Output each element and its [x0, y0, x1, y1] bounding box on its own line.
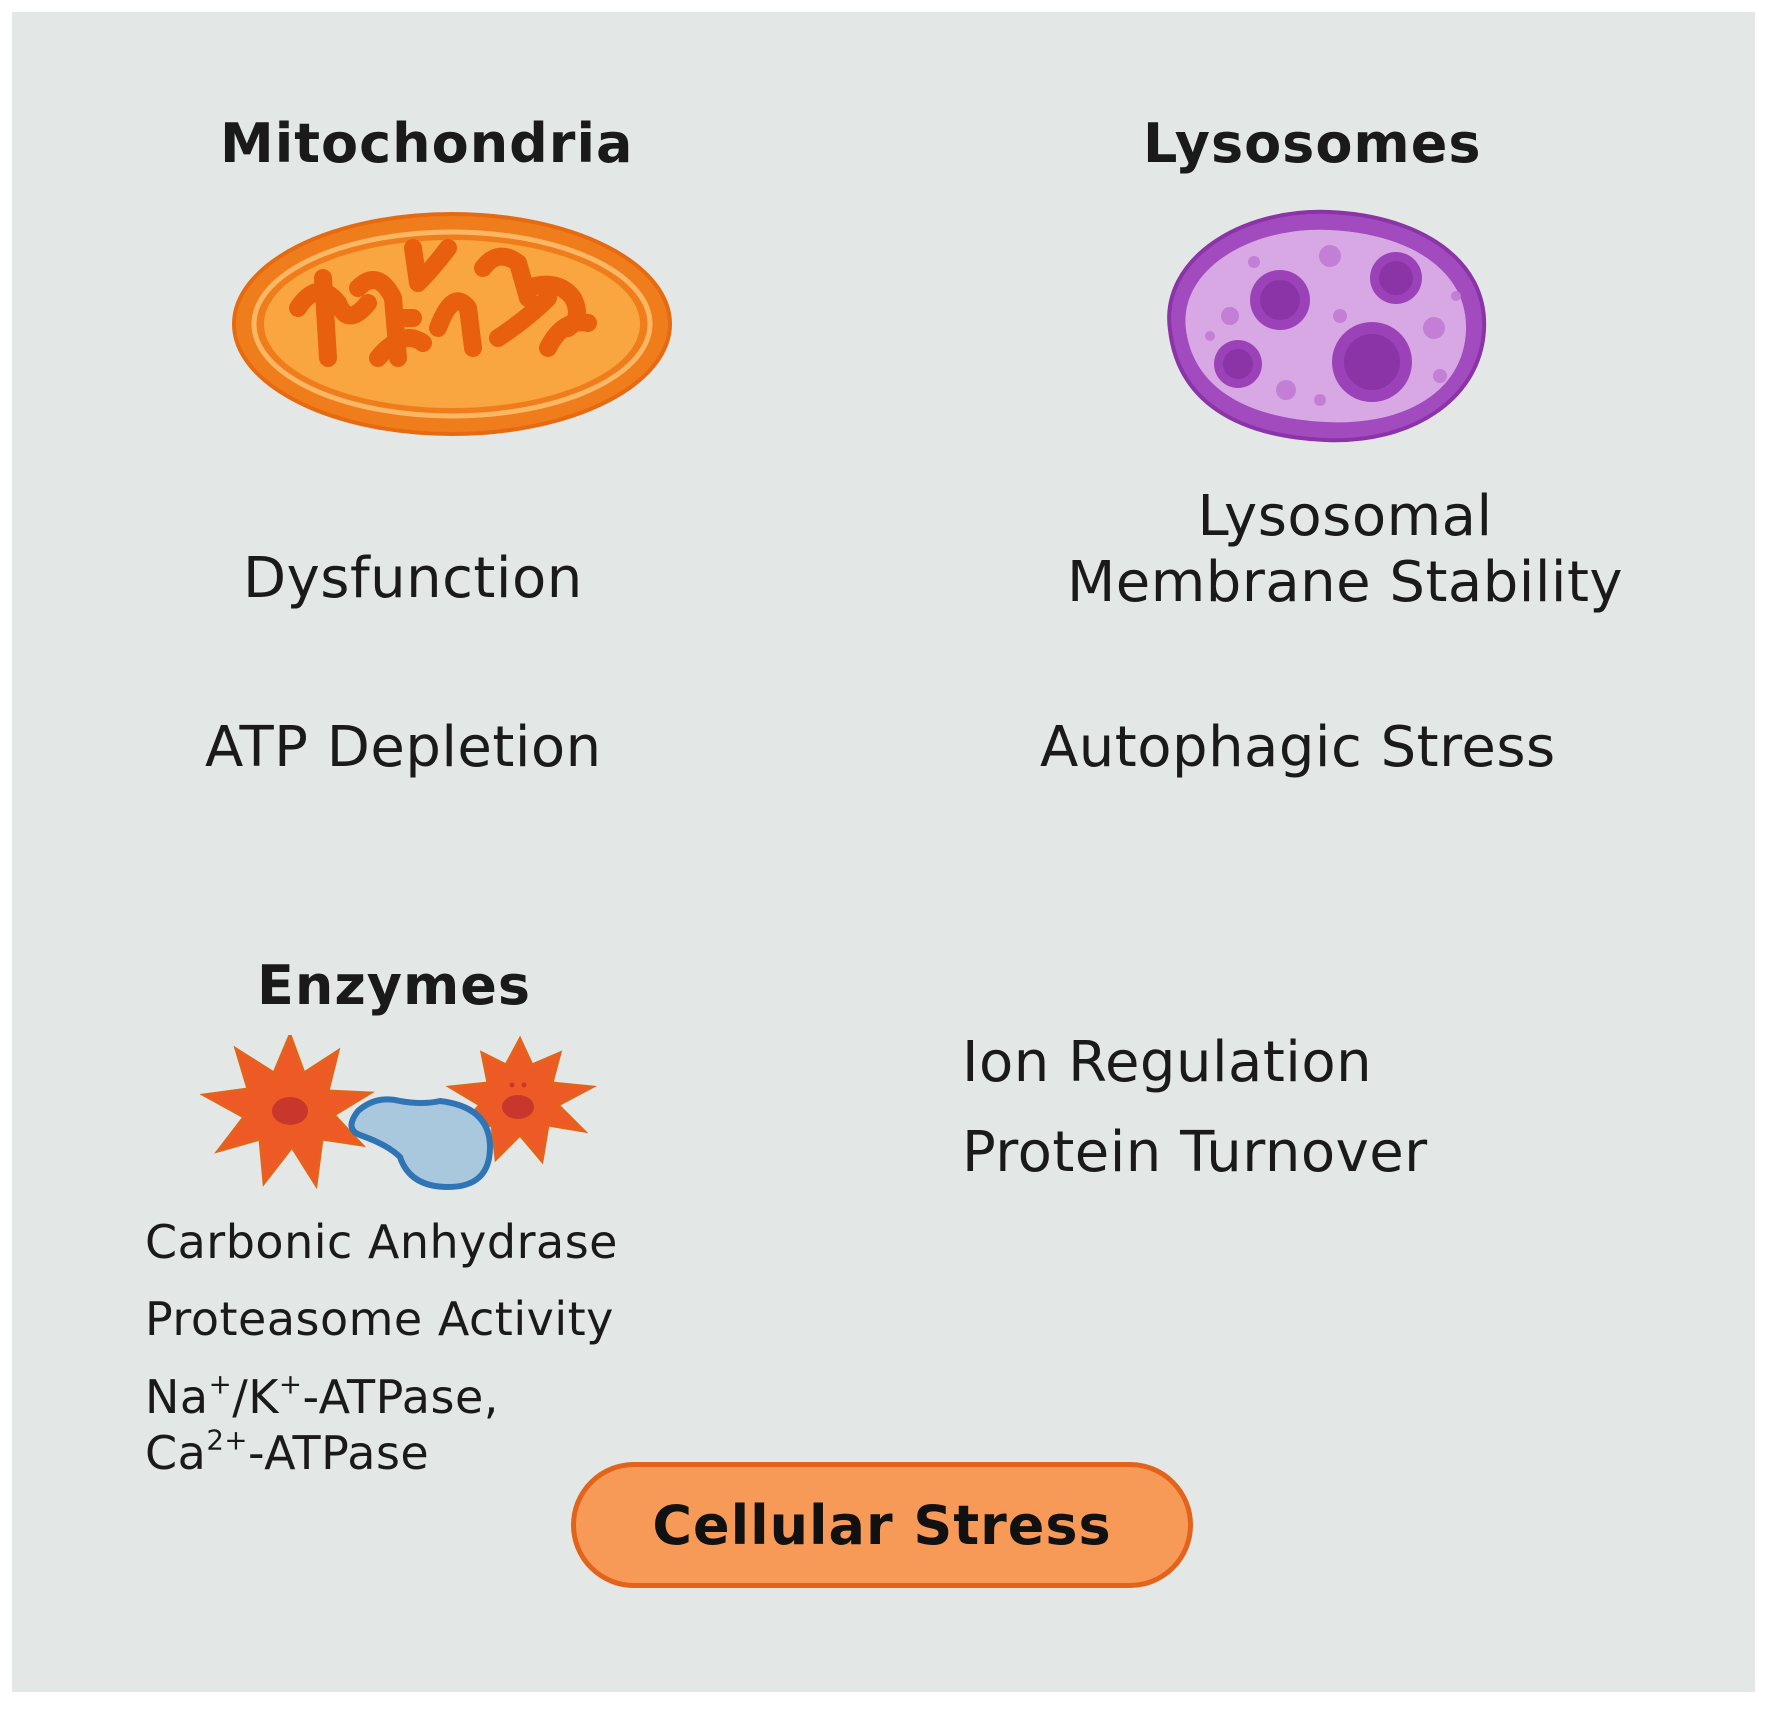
lysosome-icon: [1167, 209, 1487, 443]
lysosomes-title: Lysosomes: [1143, 112, 1482, 175]
carbonic-anhydrase-label: Carbonic Anhydrase: [145, 1215, 618, 1269]
na-charge: +: [208, 1367, 233, 1401]
autophagic-stress-label: Autophagic Stress: [1040, 715, 1556, 780]
ca-charge: 2+: [206, 1423, 248, 1457]
mitochondria-dysfunction-label: Dysfunction: [243, 546, 583, 611]
protein-turnover-label: Protein Turnover: [962, 1120, 1428, 1185]
lysosomal-label-line2: Membrane Stability: [1066, 550, 1624, 615]
atpase-text-1: -ATPase,: [302, 1370, 499, 1424]
na-k-atpase-label: Na+/K+-ATPase,: [145, 1370, 499, 1424]
k-charge: +: [278, 1367, 303, 1401]
enzymes-title: Enzymes: [257, 954, 531, 1017]
proteasome-activity-label: Proteasome Activity: [145, 1292, 614, 1346]
ion-regulation-label: Ion Regulation: [962, 1030, 1373, 1095]
enzyme-substrate-icon: [200, 1035, 598, 1191]
k-text: /K: [232, 1370, 279, 1424]
atpase-text-2: -ATPase: [248, 1426, 430, 1480]
lysosomal-membrane-stability-label: Lysosomal Membrane Stability: [1010, 484, 1680, 616]
cellular-stress-label: Cellular Stress: [652, 1493, 1112, 1557]
mitochondria-atp-depletion-label: ATP Depletion: [205, 715, 602, 780]
cellular-stress-node: Cellular Stress: [571, 1462, 1193, 1588]
mitochondrion-icon: [232, 212, 672, 436]
na-text: Na: [145, 1370, 209, 1424]
ca-text: Ca: [145, 1426, 207, 1480]
mitochondria-title: Mitochondria: [220, 112, 634, 175]
ca-atpase-label: Ca2+-ATPase: [145, 1426, 429, 1480]
lysosomal-label-line1: Lysosomal: [1197, 484, 1493, 549]
